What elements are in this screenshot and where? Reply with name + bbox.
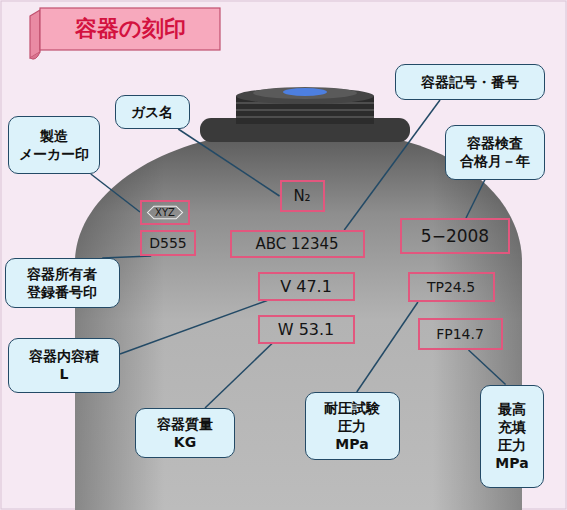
cylinder-body [75, 132, 522, 510]
leader-line [205, 344, 272, 409]
callout-text: ガス名 [131, 103, 173, 121]
leader-line [357, 302, 418, 392]
valve-ring [236, 109, 374, 111]
logo-outline [148, 206, 183, 219]
stamp-text: D555 [149, 235, 187, 251]
leader-line [466, 180, 485, 219]
leader-line [91, 174, 140, 212]
callout-bubble: 容器内容積 L [8, 338, 120, 393]
title-text: 容器の刻印 [75, 14, 186, 44]
callout-bubble: 製造 メーカー印 [8, 116, 100, 174]
callout-text: 製造 メーカー印 [19, 127, 89, 163]
callout-bubble: 容器所有者 登録番号印 [5, 258, 120, 308]
leader-line [469, 350, 506, 385]
callout-bubble: 容器質量 KG [135, 408, 235, 458]
stamp-text: XYZ [155, 207, 175, 218]
callout-text: 容器記号・番号 [421, 73, 519, 91]
stamp-box: ABC 12345 [230, 230, 365, 258]
valve-cap [253, 87, 357, 99]
leader-line [178, 129, 279, 196]
stamp-box: N₂ [280, 180, 325, 212]
stamp-text: ABC 12345 [255, 235, 338, 253]
stamp-text: 5−2008 [421, 226, 489, 246]
callout-text: 容器内容積 L [29, 347, 99, 383]
valve-outlet [283, 88, 327, 96]
banner-curl [30, 52, 40, 59]
stamp-box: V 47.1 [258, 272, 355, 301]
stamp-box: TP24.5 [408, 272, 495, 302]
callout-bubble: 容器検査 合格月－年 [445, 125, 545, 180]
cylinder-shade [75, 132, 522, 510]
callout-text: 容器検査 合格月－年 [460, 134, 530, 170]
stamp-box: 5−2008 [400, 218, 510, 254]
stamp-box: D555 [140, 230, 196, 256]
stamp-text: TP24.5 [427, 279, 475, 295]
leader-line [120, 301, 267, 355]
callout-text: 最高 充填 圧力 MPa [495, 400, 528, 473]
callout-bubble: 容器記号・番号 [395, 64, 545, 100]
stamp-box: FP14.7 [418, 318, 503, 350]
valve-top [236, 88, 374, 104]
callout-bubble: 最高 充填 圧力 MPa [480, 385, 544, 488]
banner-curl [30, 10, 40, 58]
callout-bubble: ガス名 [115, 95, 190, 129]
stamp-text: V 47.1 [280, 277, 332, 296]
callout-text: 耐圧試験 圧力 MPa [324, 399, 380, 454]
stamp-text: N₂ [293, 187, 310, 205]
stamp-box: XYZ [140, 200, 190, 225]
valve-ring [236, 116, 374, 118]
callout-text: 容器質量 KG [157, 415, 213, 451]
leader-line [344, 100, 440, 230]
title-banner [40, 8, 220, 50]
callout-bubble: 耐圧試験 圧力 MPa [305, 392, 400, 460]
callout-text: 容器所有者 登録番号印 [27, 265, 97, 301]
stamp-text: FP14.7 [436, 326, 484, 342]
stamp-text: W 53.1 [278, 320, 335, 339]
stamp-box: W 53.1 [258, 315, 355, 344]
